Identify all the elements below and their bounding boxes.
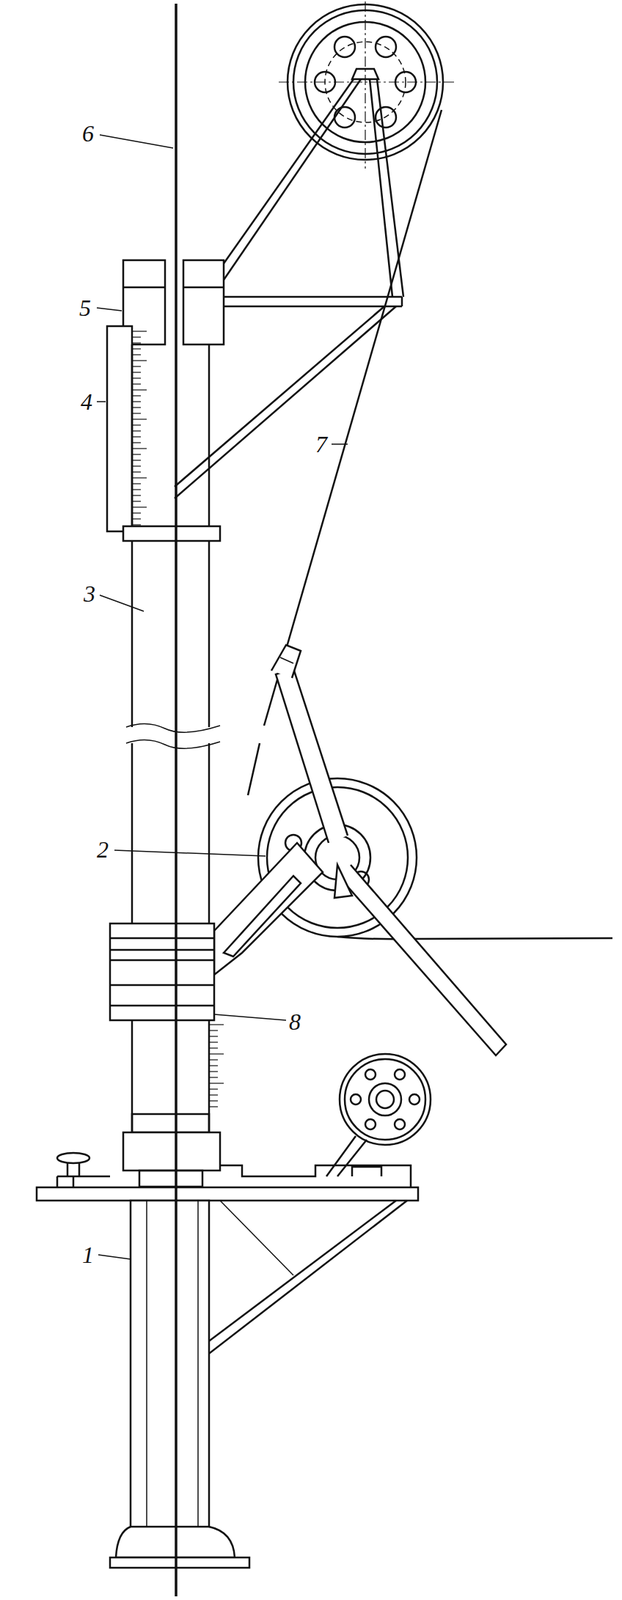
base-platform bbox=[36, 1153, 419, 1379]
scale-tick bbox=[132, 366, 141, 367]
scale-tick bbox=[132, 436, 141, 438]
scale-tick bbox=[209, 1048, 218, 1049]
lower-tube bbox=[123, 1021, 221, 1188]
scale-tick bbox=[132, 442, 141, 444]
scale-tick bbox=[209, 1024, 224, 1026]
scale-plate bbox=[107, 326, 133, 532]
scale-tick bbox=[209, 1042, 218, 1044]
scale-tick bbox=[132, 483, 141, 485]
scale-tick bbox=[132, 371, 141, 373]
scale-tick bbox=[132, 454, 141, 455]
slide-block bbox=[110, 843, 323, 1022]
callout-number: 4 bbox=[80, 390, 93, 414]
scale-tick bbox=[209, 1054, 224, 1055]
scale-tick bbox=[132, 465, 141, 467]
base-cylinder bbox=[110, 1201, 250, 1569]
scale-tick bbox=[132, 512, 141, 514]
scale-tick bbox=[132, 471, 141, 473]
scale-tick bbox=[209, 1095, 218, 1096]
callout-number: 6 bbox=[82, 121, 94, 146]
scale-tick bbox=[132, 401, 141, 402]
scale-tick bbox=[209, 1059, 218, 1061]
scale-tick bbox=[209, 1106, 218, 1108]
scale-tick bbox=[132, 407, 141, 408]
tube bbox=[123, 344, 221, 925]
callout-number: 2 bbox=[96, 838, 109, 862]
scale-tick bbox=[132, 424, 141, 426]
scale-tick bbox=[132, 448, 147, 449]
callout-number: 5 bbox=[79, 296, 91, 320]
scale-tick bbox=[209, 1083, 224, 1085]
scale-tick bbox=[132, 412, 141, 414]
callout-number: 7 bbox=[315, 432, 328, 457]
scale-tick bbox=[132, 477, 147, 479]
scale-tick bbox=[132, 348, 141, 350]
belt bbox=[247, 110, 613, 940]
scale-tick bbox=[132, 518, 141, 520]
scale-tick bbox=[209, 1089, 218, 1090]
scale-tick bbox=[132, 389, 147, 391]
scale-tick bbox=[132, 354, 141, 356]
wire-rod bbox=[174, 3, 178, 1598]
top-pulley bbox=[278, 1, 455, 169]
callout-number: 1 bbox=[82, 1244, 94, 1268]
scale-tick bbox=[209, 1065, 218, 1067]
scale-tick bbox=[209, 1071, 218, 1073]
scale-tick bbox=[132, 330, 147, 332]
scale-tick bbox=[132, 360, 147, 361]
scale-tick bbox=[209, 1030, 218, 1032]
scale-tick bbox=[132, 418, 147, 420]
scale-tick bbox=[132, 336, 141, 338]
scale-tick bbox=[209, 1100, 218, 1102]
scale-tick bbox=[132, 459, 141, 461]
scale-tick bbox=[132, 506, 147, 508]
scale-tick bbox=[132, 489, 141, 490]
scale-tick bbox=[132, 383, 141, 385]
motor-pulley bbox=[220, 1054, 431, 1189]
callout-number: 8 bbox=[288, 1010, 301, 1035]
scale-tick bbox=[132, 342, 141, 344]
scale-tick bbox=[132, 377, 141, 379]
scale-tick bbox=[209, 1077, 218, 1079]
callout-number: 3 bbox=[83, 582, 96, 606]
scale-tick bbox=[132, 524, 141, 526]
scale-tick bbox=[132, 500, 141, 502]
leader-lines bbox=[96, 134, 348, 1261]
scale-tick bbox=[132, 495, 141, 496]
scale-tick bbox=[132, 430, 141, 432]
clamp-block bbox=[123, 260, 224, 345]
scale-tick bbox=[132, 395, 141, 397]
scale-tick bbox=[209, 1036, 218, 1038]
